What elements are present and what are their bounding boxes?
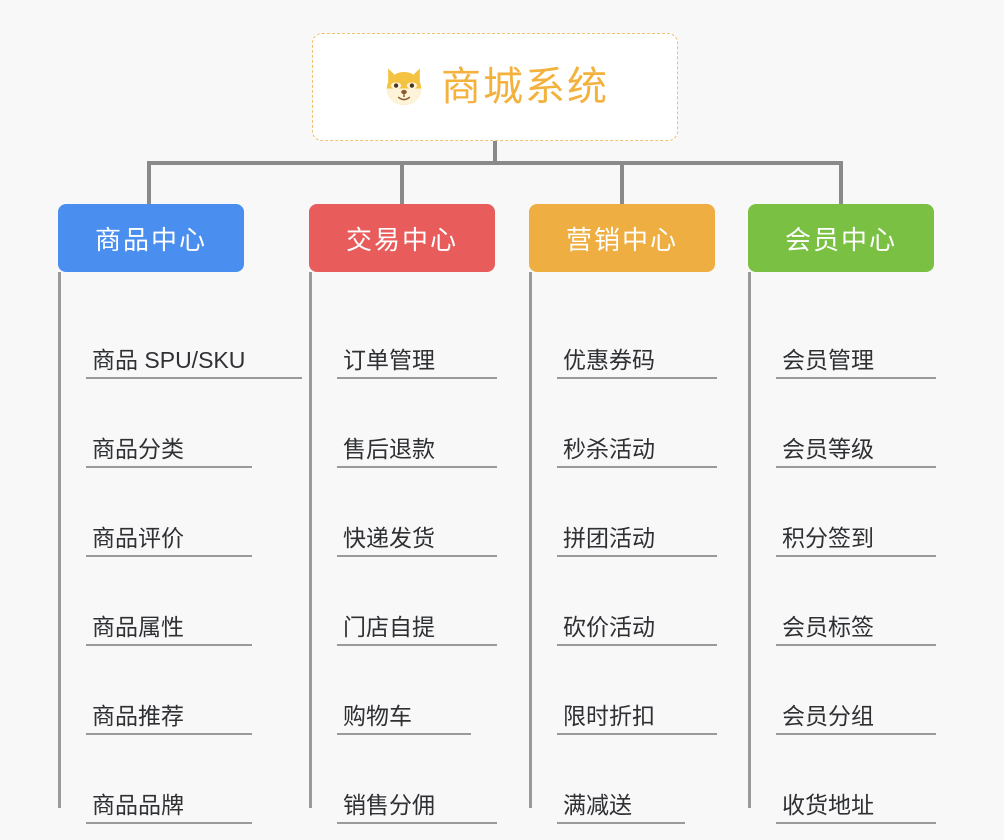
column-header-trade-center[interactable]: 交易中心 xyxy=(309,204,495,272)
list-item-underline xyxy=(337,733,471,735)
list-item-label: 会员管理 xyxy=(776,347,936,379)
list-item-label: 商品品牌 xyxy=(86,792,252,824)
column-product-center: 商品中心 商品 SPU/SKU 商品分类 商品评价 商品属性 商品推荐 商品品牌 xyxy=(58,204,302,824)
list-item-underline xyxy=(86,466,252,468)
list-item-underline xyxy=(86,644,252,646)
column-trunk xyxy=(748,272,751,808)
connector-drop-col-0 xyxy=(147,161,151,206)
list-item[interactable]: 秒杀活动 xyxy=(529,379,717,468)
list-item[interactable]: 会员管理 xyxy=(748,290,936,379)
list-item-underline xyxy=(337,822,497,824)
list-item[interactable]: 商品 SPU/SKU xyxy=(58,290,302,379)
list-item-underline xyxy=(86,733,252,735)
list-item-underline xyxy=(776,644,936,646)
root-title: 商城系统 xyxy=(441,65,609,109)
list-item-label: 商品属性 xyxy=(86,614,252,646)
connector-drop-col-1 xyxy=(400,161,404,206)
list-item-label: 积分签到 xyxy=(776,525,936,557)
list-item[interactable]: 订单管理 xyxy=(309,290,497,379)
list-item-underline xyxy=(557,733,717,735)
column-body-marketing-center: 优惠券码 秒杀活动 拼团活动 砍价活动 限时折扣 满减送 xyxy=(529,272,717,824)
list-item-underline xyxy=(337,377,497,379)
list-item-label: 订单管理 xyxy=(337,347,497,379)
list-item-underline xyxy=(776,822,936,824)
list-item-label: 秒杀活动 xyxy=(557,436,717,468)
list-item-label: 商品评价 xyxy=(86,525,252,557)
list-item[interactable]: 商品推荐 xyxy=(58,646,252,735)
list-item-label: 砍价活动 xyxy=(557,614,717,646)
list-item-underline xyxy=(776,733,936,735)
connector-drop-col-2 xyxy=(620,161,624,206)
column-header-member-center[interactable]: 会员中心 xyxy=(748,204,934,272)
list-item[interactable]: 商品属性 xyxy=(58,557,252,646)
list-item-label: 商品推荐 xyxy=(86,703,252,735)
list-item[interactable]: 拼团活动 xyxy=(529,468,717,557)
list-item-underline xyxy=(337,555,497,557)
list-item-underline xyxy=(86,555,252,557)
column-trunk xyxy=(309,272,312,808)
list-item-underline xyxy=(557,377,717,379)
list-item-label: 门店自提 xyxy=(337,614,497,646)
list-item[interactable]: 门店自提 xyxy=(309,557,497,646)
list-item-underline xyxy=(557,555,717,557)
list-item[interactable]: 满减送 xyxy=(529,735,715,824)
list-item-label: 销售分佣 xyxy=(337,792,497,824)
list-item[interactable]: 优惠券码 xyxy=(529,290,717,379)
list-item[interactable]: 购物车 xyxy=(309,646,495,735)
column-trunk xyxy=(529,272,532,808)
list-item-underline xyxy=(557,466,717,468)
list-item-label: 商品 SPU/SKU xyxy=(86,347,302,379)
list-item[interactable]: 商品品牌 xyxy=(58,735,252,824)
list-item-underline xyxy=(776,466,936,468)
list-item-underline xyxy=(776,377,936,379)
list-item[interactable]: 会员等级 xyxy=(748,379,936,468)
list-item[interactable]: 会员标签 xyxy=(748,557,936,646)
column-body-product-center: 商品 SPU/SKU 商品分类 商品评价 商品属性 商品推荐 商品品牌 xyxy=(58,272,302,824)
list-item-label: 商品分类 xyxy=(86,436,252,468)
column-marketing-center: 营销中心 优惠券码 秒杀活动 拼团活动 砍价活动 限时折扣 满减送 xyxy=(529,204,717,824)
connector-drop-col-3 xyxy=(839,161,843,206)
column-body-member-center: 会员管理 会员等级 积分签到 会员标签 会员分组 收货地址 xyxy=(748,272,936,824)
list-item[interactable]: 商品评价 xyxy=(58,468,252,557)
connector-horizontal-bus xyxy=(147,161,843,165)
list-item-underline xyxy=(337,644,497,646)
list-item[interactable]: 商品分类 xyxy=(58,379,252,468)
list-item[interactable]: 会员分组 xyxy=(748,646,936,735)
column-header-product-center[interactable]: 商品中心 xyxy=(58,204,244,272)
list-item-label: 优惠券码 xyxy=(557,347,717,379)
list-item-underline xyxy=(86,822,252,824)
list-item-underline xyxy=(86,377,302,379)
list-item-underline xyxy=(776,555,936,557)
root-node[interactable]: 商城系统 xyxy=(312,33,678,141)
list-item-underline xyxy=(557,822,685,824)
connector-root-stem xyxy=(493,141,497,164)
list-item-label: 满减送 xyxy=(557,792,685,824)
list-item-label: 拼团活动 xyxy=(557,525,717,557)
shiba-dog-icon xyxy=(386,68,422,105)
list-item[interactable]: 限时折扣 xyxy=(529,646,717,735)
column-trunk xyxy=(58,272,61,808)
list-item[interactable]: 快递发货 xyxy=(309,468,497,557)
column-member-center: 会员中心 会员管理 会员等级 积分签到 会员标签 会员分组 收货地址 xyxy=(748,204,936,824)
list-item-label: 会员分组 xyxy=(776,703,936,735)
list-item[interactable]: 积分签到 xyxy=(748,468,936,557)
column-body-trade-center: 订单管理 售后退款 快递发货 门店自提 购物车 销售分佣 xyxy=(309,272,497,824)
list-item-label: 限时折扣 xyxy=(557,703,717,735)
list-item[interactable]: 收货地址 xyxy=(748,735,936,824)
list-item-label: 购物车 xyxy=(337,703,471,735)
list-item[interactable]: 销售分佣 xyxy=(309,735,497,824)
column-trade-center: 交易中心 订单管理 售后退款 快递发货 门店自提 购物车 销售分佣 xyxy=(309,204,497,824)
list-item-underline xyxy=(337,466,497,468)
list-item-label: 收货地址 xyxy=(776,792,936,824)
list-item[interactable]: 售后退款 xyxy=(309,379,497,468)
list-item[interactable]: 砍价活动 xyxy=(529,557,717,646)
list-item-label: 售后退款 xyxy=(337,436,497,468)
list-item-underline xyxy=(557,644,717,646)
list-item-label: 会员等级 xyxy=(776,436,936,468)
list-item-label: 快递发货 xyxy=(337,525,497,557)
list-item-label: 会员标签 xyxy=(776,614,936,646)
column-header-marketing-center[interactable]: 营销中心 xyxy=(529,204,715,272)
